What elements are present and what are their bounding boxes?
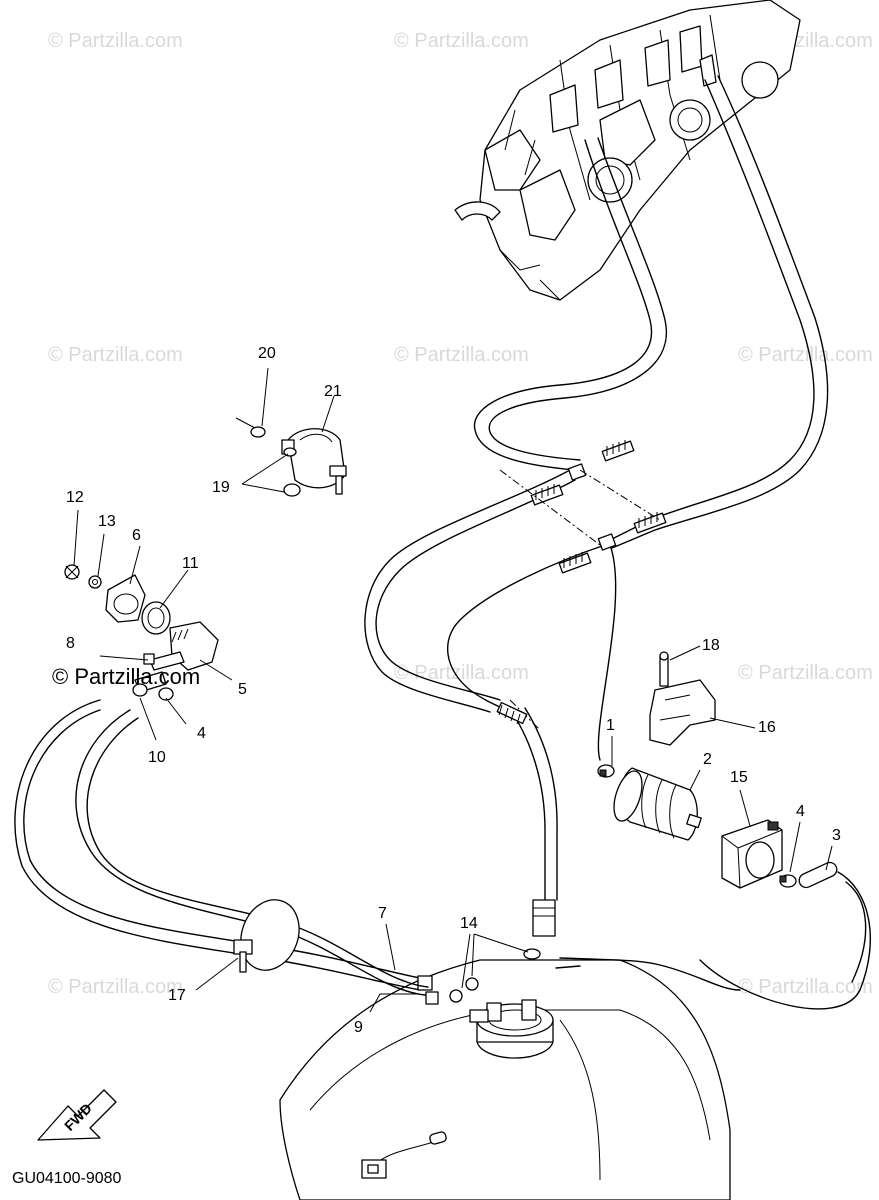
- callout-10: 10: [148, 749, 166, 766]
- fuel-hose-7: [14, 699, 433, 991]
- hose-clamp: [779, 874, 797, 888]
- callout-6: 6: [132, 527, 141, 544]
- filter-bracket: [649, 651, 716, 746]
- callout-14: 14: [460, 915, 478, 932]
- wire-connector: [361, 1131, 447, 1179]
- callout-17: 17: [168, 987, 186, 1004]
- callout-12: 12: [66, 489, 84, 506]
- callout-13: 13: [98, 513, 116, 530]
- hose-junction-lower: [558, 512, 667, 574]
- bolt-20: [235, 417, 266, 438]
- callout-20: 20: [258, 345, 276, 362]
- fuel-hose-9: [75, 709, 439, 1005]
- bracket-21: [281, 428, 347, 495]
- callout-21: 21: [324, 383, 342, 400]
- callout-18: 18: [702, 637, 720, 654]
- short-hose: [699, 861, 871, 1010]
- fuel-pump-unit: [469, 899, 556, 1059]
- fuel-hoses: [364, 75, 829, 901]
- hose-fitting: [496, 701, 528, 725]
- fuel-tank: [279, 959, 731, 1200]
- callout-4: 4: [796, 803, 805, 820]
- callout-9: 9: [354, 1019, 363, 1036]
- callout-3: 3: [832, 827, 841, 844]
- callout-11: 11: [182, 555, 199, 572]
- hose-clamp: [132, 683, 174, 701]
- fuel-filter: [613, 767, 702, 841]
- hose-junction-upper: [530, 440, 635, 506]
- callout-4: 4: [197, 725, 206, 742]
- diagram-code: GU04100-9080: [12, 1170, 122, 1187]
- callout-5: 5: [238, 681, 247, 698]
- callout-16: 16: [758, 719, 776, 736]
- callout-7: 7: [378, 905, 387, 922]
- callout-19: 19: [212, 479, 230, 496]
- fuel-cock-assembly: [64, 564, 219, 693]
- callout-2: 2: [703, 751, 712, 768]
- washer-19: [283, 447, 301, 497]
- watermark-prominent: © Partzilla.com: [52, 664, 201, 689]
- callout-8: 8: [66, 635, 75, 652]
- callout-1: 1: [606, 717, 615, 734]
- fwd-arrow-icon: [37, 1089, 117, 1141]
- throttle-body-assembly: [454, 0, 801, 301]
- hose-clamp: [597, 764, 615, 778]
- return-hose: [555, 957, 741, 991]
- leader-lines: [73, 367, 833, 1013]
- callout-15: 15: [730, 769, 748, 786]
- band-17: [233, 899, 300, 973]
- filter-holder: [721, 819, 783, 889]
